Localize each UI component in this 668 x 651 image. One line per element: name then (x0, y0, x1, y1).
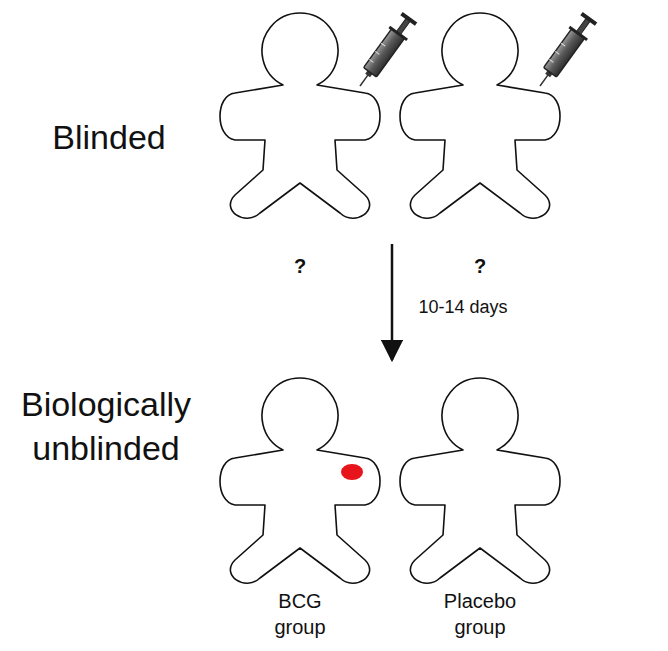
figure-outline-svg (215, 5, 385, 220)
group-label: BCG group (250, 588, 350, 640)
person-figure: BCG group (215, 370, 385, 644)
figure-outline-svg (215, 370, 385, 585)
figure-caption-block: Placebo group (395, 588, 565, 640)
person-outline (400, 13, 560, 218)
figure-outline-svg (395, 370, 565, 585)
figure-outline-svg (395, 5, 565, 220)
unknown-mark: ? (474, 253, 486, 279)
person-figure: ? (215, 5, 385, 283)
person-outline (220, 13, 380, 218)
bcg-scar-mark (341, 464, 363, 480)
person-outline (400, 378, 560, 583)
person-figure: ? (395, 5, 565, 283)
figure-caption-block: ? (395, 253, 565, 279)
syringe-icon (531, 12, 598, 92)
syringe-icon (351, 12, 418, 92)
group-label: Placebo group (430, 588, 530, 640)
time-arrow (391, 244, 394, 360)
figure-caption-block: ? (215, 253, 385, 279)
person-figure: Placebo group (395, 370, 565, 644)
figure-caption-block: BCG group (215, 588, 385, 640)
person-outline (220, 378, 380, 583)
row-label: Blinded (14, 116, 204, 158)
unknown-mark: ? (294, 253, 306, 279)
time-label: 10-14 days (408, 296, 518, 318)
row-label: Biologically unblinded (0, 382, 212, 470)
